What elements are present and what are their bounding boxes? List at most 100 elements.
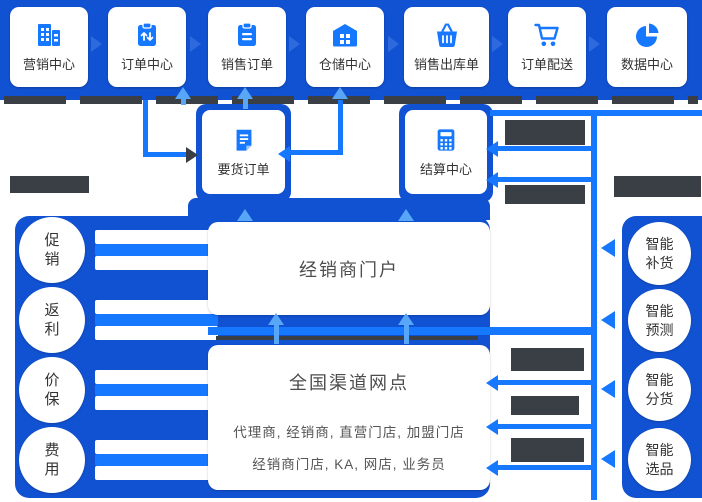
warehouse-icon <box>331 21 359 49</box>
redacted-row <box>95 396 218 410</box>
node-label: 结算中心 <box>419 161 472 177</box>
clipboard-sync-icon <box>133 21 161 49</box>
flow-arrow-right <box>492 36 503 52</box>
node-label: 要货订单 <box>217 161 270 177</box>
arrow-left-icon <box>601 450 615 468</box>
node-smart-allocation: 智能分货 <box>628 358 691 421</box>
connector-band <box>188 198 490 220</box>
document-icon <box>231 127 257 153</box>
arrow-stem <box>243 96 248 109</box>
redacted-text-bar <box>511 438 584 462</box>
arrow-left-icon <box>601 239 615 257</box>
redacted-text-bar <box>10 176 89 193</box>
redacted-strip <box>4 96 698 104</box>
connector-line <box>497 177 591 182</box>
cart-icon <box>533 21 561 49</box>
arrow-left-icon <box>486 460 498 476</box>
redacted-row <box>95 300 218 314</box>
circle-label: 价保 <box>44 371 60 409</box>
redacted-row <box>95 440 218 454</box>
node-label: 数据中心 <box>620 57 673 72</box>
arrow-left-icon <box>601 311 615 329</box>
redacted-row <box>95 230 218 244</box>
arrow-left-icon <box>486 375 498 391</box>
node-order-center: 订单中心 <box>108 7 186 87</box>
connector-line <box>338 100 343 155</box>
redacted-row <box>95 244 218 256</box>
arrow-up-icon <box>268 313 284 325</box>
connector-line <box>497 465 591 470</box>
redacted-text-bar <box>505 185 585 204</box>
arrow-left-icon <box>486 419 498 435</box>
arrow-stem <box>404 324 409 344</box>
node-rebate: 返利 <box>19 287 85 353</box>
node-smart-replenishment: 智能补货 <box>628 222 691 285</box>
redacted-row <box>95 256 218 270</box>
connector-line <box>591 110 597 500</box>
node-label: 订单配送 <box>520 57 573 72</box>
node-promotion: 促销 <box>19 217 85 283</box>
node-label: 订单中心 <box>120 57 173 72</box>
connector-line <box>208 327 595 335</box>
node-smart-forecast: 智能预测 <box>628 289 691 352</box>
redacted-text-bar <box>614 176 701 197</box>
node-sales-order: 销售订单 <box>208 7 286 87</box>
flow-arrow-right <box>589 36 600 52</box>
arrow-right-icon <box>186 147 198 163</box>
box-subtext: 经销商门店, KA, 网店, 业务员 <box>252 457 446 472</box>
arrow-left-icon <box>601 380 615 398</box>
flow-arrow-right <box>91 36 102 52</box>
arrow-left-icon <box>486 172 498 188</box>
node-requisition-order: 要货订单 <box>202 110 285 194</box>
circle-label: 智能补货 <box>645 236 674 271</box>
redacted-row <box>95 326 218 340</box>
node-marketing-center: 营销中心 <box>10 7 88 87</box>
node-label: 营销中心 <box>22 57 75 72</box>
redacted-row <box>95 384 218 396</box>
box-title: 全国渠道网点 <box>289 373 409 393</box>
node-smart-selection: 智能选品 <box>628 428 691 491</box>
node-warehouse-center: 仓储中心 <box>306 7 384 87</box>
arrow-left-icon <box>486 141 498 157</box>
box-title: 经销商门户 <box>299 259 399 280</box>
connector-line <box>143 152 187 157</box>
clipboard-order-icon <box>233 21 261 49</box>
pie-chart-icon <box>633 21 661 49</box>
node-data-center: 数据中心 <box>607 7 687 87</box>
circle-label: 智能选品 <box>645 442 674 477</box>
redacted-row <box>95 370 218 384</box>
redacted-row <box>95 454 218 466</box>
redacted-row <box>95 314 218 326</box>
arrow-left-icon <box>278 146 290 162</box>
arrow-stem <box>274 324 279 344</box>
redacted-text-bar <box>511 348 584 371</box>
connector-line <box>289 150 343 155</box>
redacted-row <box>95 466 218 480</box>
arrow-up-icon <box>332 87 348 99</box>
redacted-text-bar <box>511 396 579 415</box>
circle-label: 智能预测 <box>645 303 674 338</box>
arrow-up-icon <box>398 313 414 325</box>
node-outbound-order: 销售出库单 <box>404 7 489 87</box>
node-price-protection: 价保 <box>19 357 85 423</box>
node-expense: 费用 <box>19 427 85 493</box>
arrow-up-icon <box>237 209 253 221</box>
connector-line <box>143 100 148 157</box>
redacted-text-bar <box>505 120 585 145</box>
box-dealer-portal: 经销商门户 <box>208 222 490 315</box>
arrow-up-icon <box>398 209 414 221</box>
building-icon <box>35 21 63 49</box>
flow-arrow-right <box>289 36 300 52</box>
flow-arrow-right <box>190 36 201 52</box>
flow-arrow-right <box>388 36 399 52</box>
connector-line <box>497 146 591 151</box>
node-label: 销售出库单 <box>413 57 479 72</box>
node-settlement-center: 结算中心 <box>405 110 487 194</box>
calculator-icon <box>433 127 459 153</box>
arrow-up-icon <box>175 87 191 99</box>
circle-label: 返利 <box>44 301 60 339</box>
arrow-stem <box>181 96 186 105</box>
connector-line <box>497 380 591 385</box>
redacted-line <box>216 336 478 340</box>
